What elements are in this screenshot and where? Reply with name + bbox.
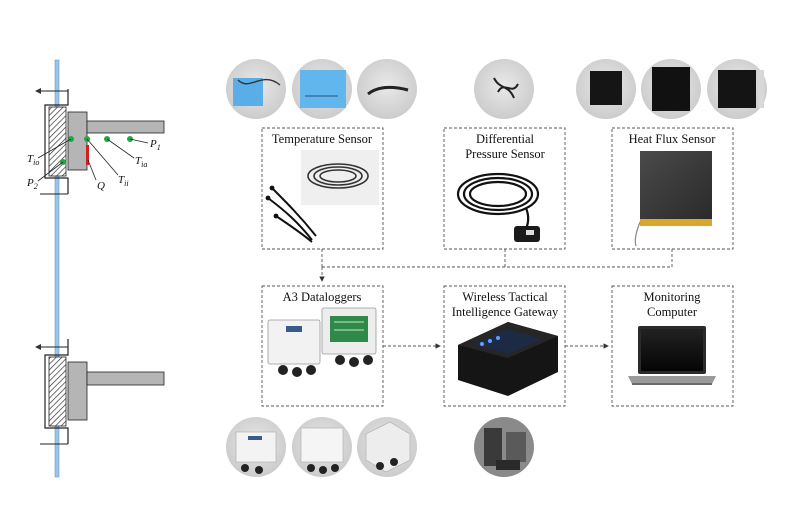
- datalogger-enclosure-right: [321, 307, 377, 367]
- p1-sub: 1: [157, 143, 161, 152]
- tio-sub: io: [33, 158, 39, 167]
- heatflux-title: Heat Flux Sensor: [629, 132, 717, 146]
- heatflux-plate-icon: [640, 151, 712, 219]
- temperature-probe-icons: [267, 187, 317, 243]
- gateway-title-line2: Intelligence Gateway: [452, 305, 559, 319]
- upper-frame: P1 Tia Tii Q Tio P2: [26, 88, 165, 195]
- tii-letter: T: [118, 174, 125, 186]
- temperature-cable-icon: [307, 163, 369, 189]
- photo-logger-2: [292, 417, 352, 477]
- computer-title-line1: Monitoring: [644, 290, 702, 304]
- heat-flux-strip: [86, 145, 89, 165]
- photo-pressure: [474, 59, 534, 119]
- svg-text:Tia: Tia: [135, 155, 147, 169]
- photo-logger-1: [226, 417, 286, 477]
- box-temperature-sensor: Temperature Sensor: [261, 127, 384, 250]
- tia-sub: ia: [141, 160, 147, 169]
- box-pressure-sensor: Differential Pressure Sensor: [443, 127, 566, 250]
- photo-gateway-install: [474, 417, 534, 477]
- top-photo-row: [226, 59, 767, 119]
- tii-sub: ii: [124, 179, 128, 188]
- p2-sub: 2: [34, 182, 38, 191]
- datalogger-enclosure-left: [267, 319, 321, 377]
- pressure-tube-icon: [456, 172, 540, 233]
- box-computer: Monitoring Computer: [611, 285, 734, 407]
- svg-text:P1: P1: [149, 138, 161, 152]
- photo-temp-3: [357, 59, 417, 119]
- photo-temp-1: [226, 59, 286, 119]
- lower-frame: [35, 339, 165, 445]
- photo-heatflux-3: [707, 59, 767, 119]
- tia-letter: T: [135, 155, 142, 167]
- photo-temp-2: [292, 59, 352, 119]
- laptop-icon: [628, 326, 716, 385]
- window-frame-section: P1 Tia Tii Q Tio P2: [26, 59, 165, 478]
- svg-text:Tio: Tio: [27, 153, 39, 167]
- pressure-title-line1: Differential: [476, 132, 535, 146]
- box-dataloggers: A3 Dataloggers: [261, 285, 384, 407]
- dataloggers-title: A3 Dataloggers: [283, 290, 362, 304]
- computer-title-line2: Computer: [647, 305, 698, 319]
- collector-lines: [321, 249, 673, 268]
- box-heatflux-sensor: Heat Flux Sensor: [611, 127, 734, 250]
- p2-letter: P: [26, 177, 34, 189]
- photo-logger-3: [357, 417, 417, 477]
- q-label: Q: [97, 180, 105, 192]
- glass-pane: [54, 59, 60, 478]
- bottom-photo-row: [226, 417, 534, 477]
- tio-letter: T: [27, 153, 34, 165]
- photo-heatflux-2: [641, 59, 701, 119]
- photo-heatflux-1: [576, 59, 636, 119]
- pressure-title-line2: Pressure Sensor: [465, 147, 545, 161]
- gateway-title-line1: Wireless Tactical: [462, 290, 548, 304]
- svg-text:P2: P2: [26, 177, 38, 191]
- p1-letter: P: [149, 138, 157, 150]
- gateway-device-icon: [458, 322, 558, 396]
- svg-text:Tii: Tii: [118, 174, 129, 188]
- temperature-title: Temperature Sensor: [272, 132, 373, 146]
- box-gateway: Wireless Tactical Intelligence Gateway: [443, 285, 566, 407]
